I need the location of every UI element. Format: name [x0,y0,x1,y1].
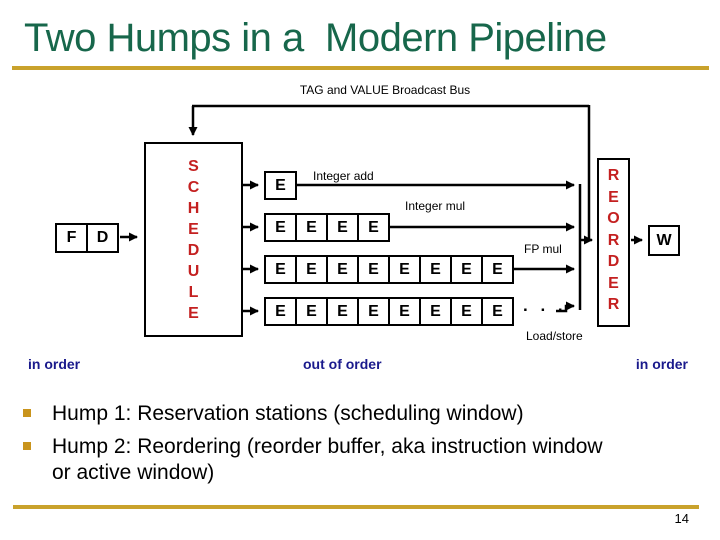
exec-row-integer-mul: E E E E [264,213,390,242]
bullet-text-line: or active window) [52,461,215,484]
footer-rule [13,505,699,509]
more-units-ellipsis: . . . [523,296,567,315]
exec-unit-box: E [326,255,359,284]
exec-unit-box: E [264,171,297,200]
exec-unit-box: E [326,297,359,326]
exec-unit-box: E [419,255,452,284]
slide-title: Two Humps in a Modern Pipeline [24,16,607,60]
label-load-store: Load/store [526,329,583,343]
label-integer-mul: Integer mul [405,199,466,213]
label-integer-add: Integer add [313,169,374,183]
decode-box: D [86,223,119,253]
fetch-decode-stages: F D [55,223,119,253]
exec-unit-box: E [450,255,483,284]
page-number: 14 [674,511,689,526]
schedule-box: S C H E D U L E [144,142,243,337]
title-underline [12,66,709,70]
exec-unit-box: E [264,297,297,326]
fetch-box: F [55,223,88,253]
label-fp-mul: FP mul [524,242,562,256]
exec-unit-box: E [295,213,328,242]
exec-unit-box: E [450,297,483,326]
reorder-box: R E O R D E R [597,158,630,327]
exec-unit-box: E [264,255,297,284]
exec-unit-box: E [419,297,452,326]
exec-unit-box: E [481,255,514,284]
exec-unit-box: E [295,255,328,284]
exec-unit-box: E [388,297,421,326]
writeback-box: W [648,225,680,256]
exec-unit-box: E [388,255,421,284]
bullet-text-line: Hump 1: Reservation stations (scheduling… [52,402,524,425]
bullet-square-icon [23,442,31,450]
exec-row-integer-add: E [264,171,297,200]
exec-unit-box: E [295,297,328,326]
exec-unit-box: E [481,297,514,326]
exec-row-load-store: E E E E E E E E [264,297,514,326]
exec-unit-box: E [357,255,390,284]
ldst-output-arrow [556,301,575,313]
order-label-left: in order [28,356,81,372]
exec-unit-box: E [357,297,390,326]
exec-unit-box: E [357,213,390,242]
bullet-text-line: Hump 2: Reordering (reorder buffer, aka … [52,435,603,458]
order-label-middle: out of order [303,356,382,372]
broadcast-bus-label: TAG and VALUE Broadcast Bus [299,83,471,97]
bullet-square-icon [23,409,31,417]
exec-row-fp-mul: E E E E E E E E [264,255,514,284]
exec-unit-box: E [326,213,359,242]
order-label-right: in order [635,356,688,372]
bullet-item-hump1: Hump 1: Reservation stations (scheduling… [23,401,524,427]
bullet-item-hump2: Hump 2: Reordering (reorder buffer, aka … [23,434,603,486]
exec-unit-box: E [264,213,297,242]
